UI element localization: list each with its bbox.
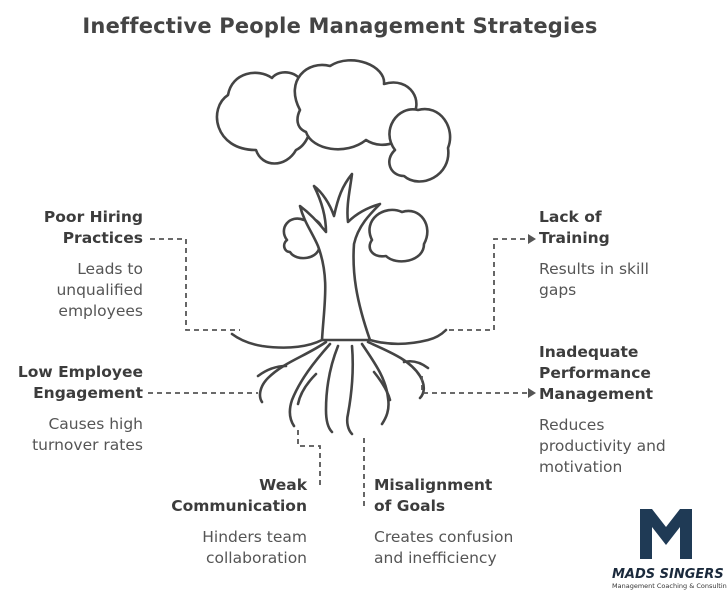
item-heading: Lack of Training — [539, 208, 610, 247]
connectors — [148, 238, 528, 510]
m-logo-icon — [640, 509, 692, 559]
tree-trunk — [298, 172, 382, 342]
item-heading: Misalignment of Goals — [374, 476, 493, 515]
item-poor-hiring: Poor Hiring Practices Leads to unqualifi… — [44, 207, 143, 322]
connector-arrowheads — [528, 234, 536, 398]
tree-roots — [230, 328, 448, 436]
item-heading: Low Employee Engagement — [17, 363, 143, 402]
item-heading: Poor Hiring Practices — [43, 208, 143, 247]
item-description: Reduces productivity and motivation — [539, 416, 666, 476]
item-lack-of-training: Lack of Training Results in skill gaps — [539, 207, 649, 301]
tree-canopy — [215, 59, 452, 263]
item-description: Creates confusion and inefficiency — [374, 528, 514, 567]
item-description: Causes high turnover rates — [32, 415, 143, 454]
item-heading: Inadequate Performance Management — [539, 343, 654, 403]
item-description: Leads to unqualified employees — [56, 260, 143, 320]
item-description: Results in skill gaps — [539, 260, 649, 299]
item-inadequate-performance: Inadequate Performance Management Reduce… — [539, 342, 666, 478]
logo-name: MADS SINGERS — [612, 567, 724, 582]
company-logo: MADS SINGERS Management Coaching & Consu… — [612, 505, 727, 590]
page-title: Ineffective People Management Strategies — [82, 14, 598, 38]
item-heading: Weak Communication — [171, 476, 307, 515]
item-weak-communication: Weak Communication Hinders team collabor… — [171, 475, 307, 569]
item-misalignment-goals: Misalignment of Goals Creates confusion … — [374, 475, 513, 569]
item-low-engagement: Low Employee Engagement Causes high turn… — [18, 362, 143, 456]
item-description: Hinders team collaboration — [202, 528, 307, 567]
logo-tagline: Management Coaching & Consulting — [612, 582, 727, 590]
